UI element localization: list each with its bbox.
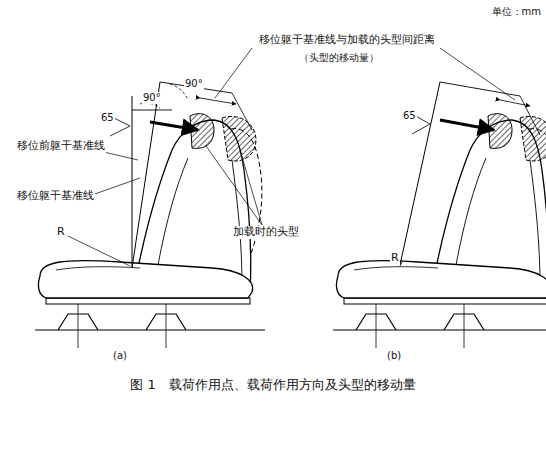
- view-label: (a): [112, 350, 128, 362]
- dimension-label: 65: [402, 110, 417, 122]
- point-label: R: [56, 226, 66, 239]
- dimension-label: 移位前躯干基准线: [16, 140, 106, 153]
- dimension-label: 90°: [184, 78, 204, 90]
- dimension-label: 65: [100, 112, 115, 124]
- dimension-label: （头型的移动量）: [298, 52, 380, 64]
- view-label: (b): [386, 350, 402, 362]
- dimension-label: 加载时的头型: [232, 226, 300, 239]
- dimension-label: 移位躯干基准线: [16, 190, 95, 203]
- point-label: R: [390, 252, 400, 265]
- dimension-label: 移位躯干基准线与加载的头型间距离: [258, 34, 436, 47]
- dimension-label: 单位：mm: [491, 6, 542, 18]
- figure-caption: 图 1 载荷作用点、载荷作用方向及头型的移动量: [130, 376, 415, 394]
- dimension-label: 90°: [142, 92, 162, 104]
